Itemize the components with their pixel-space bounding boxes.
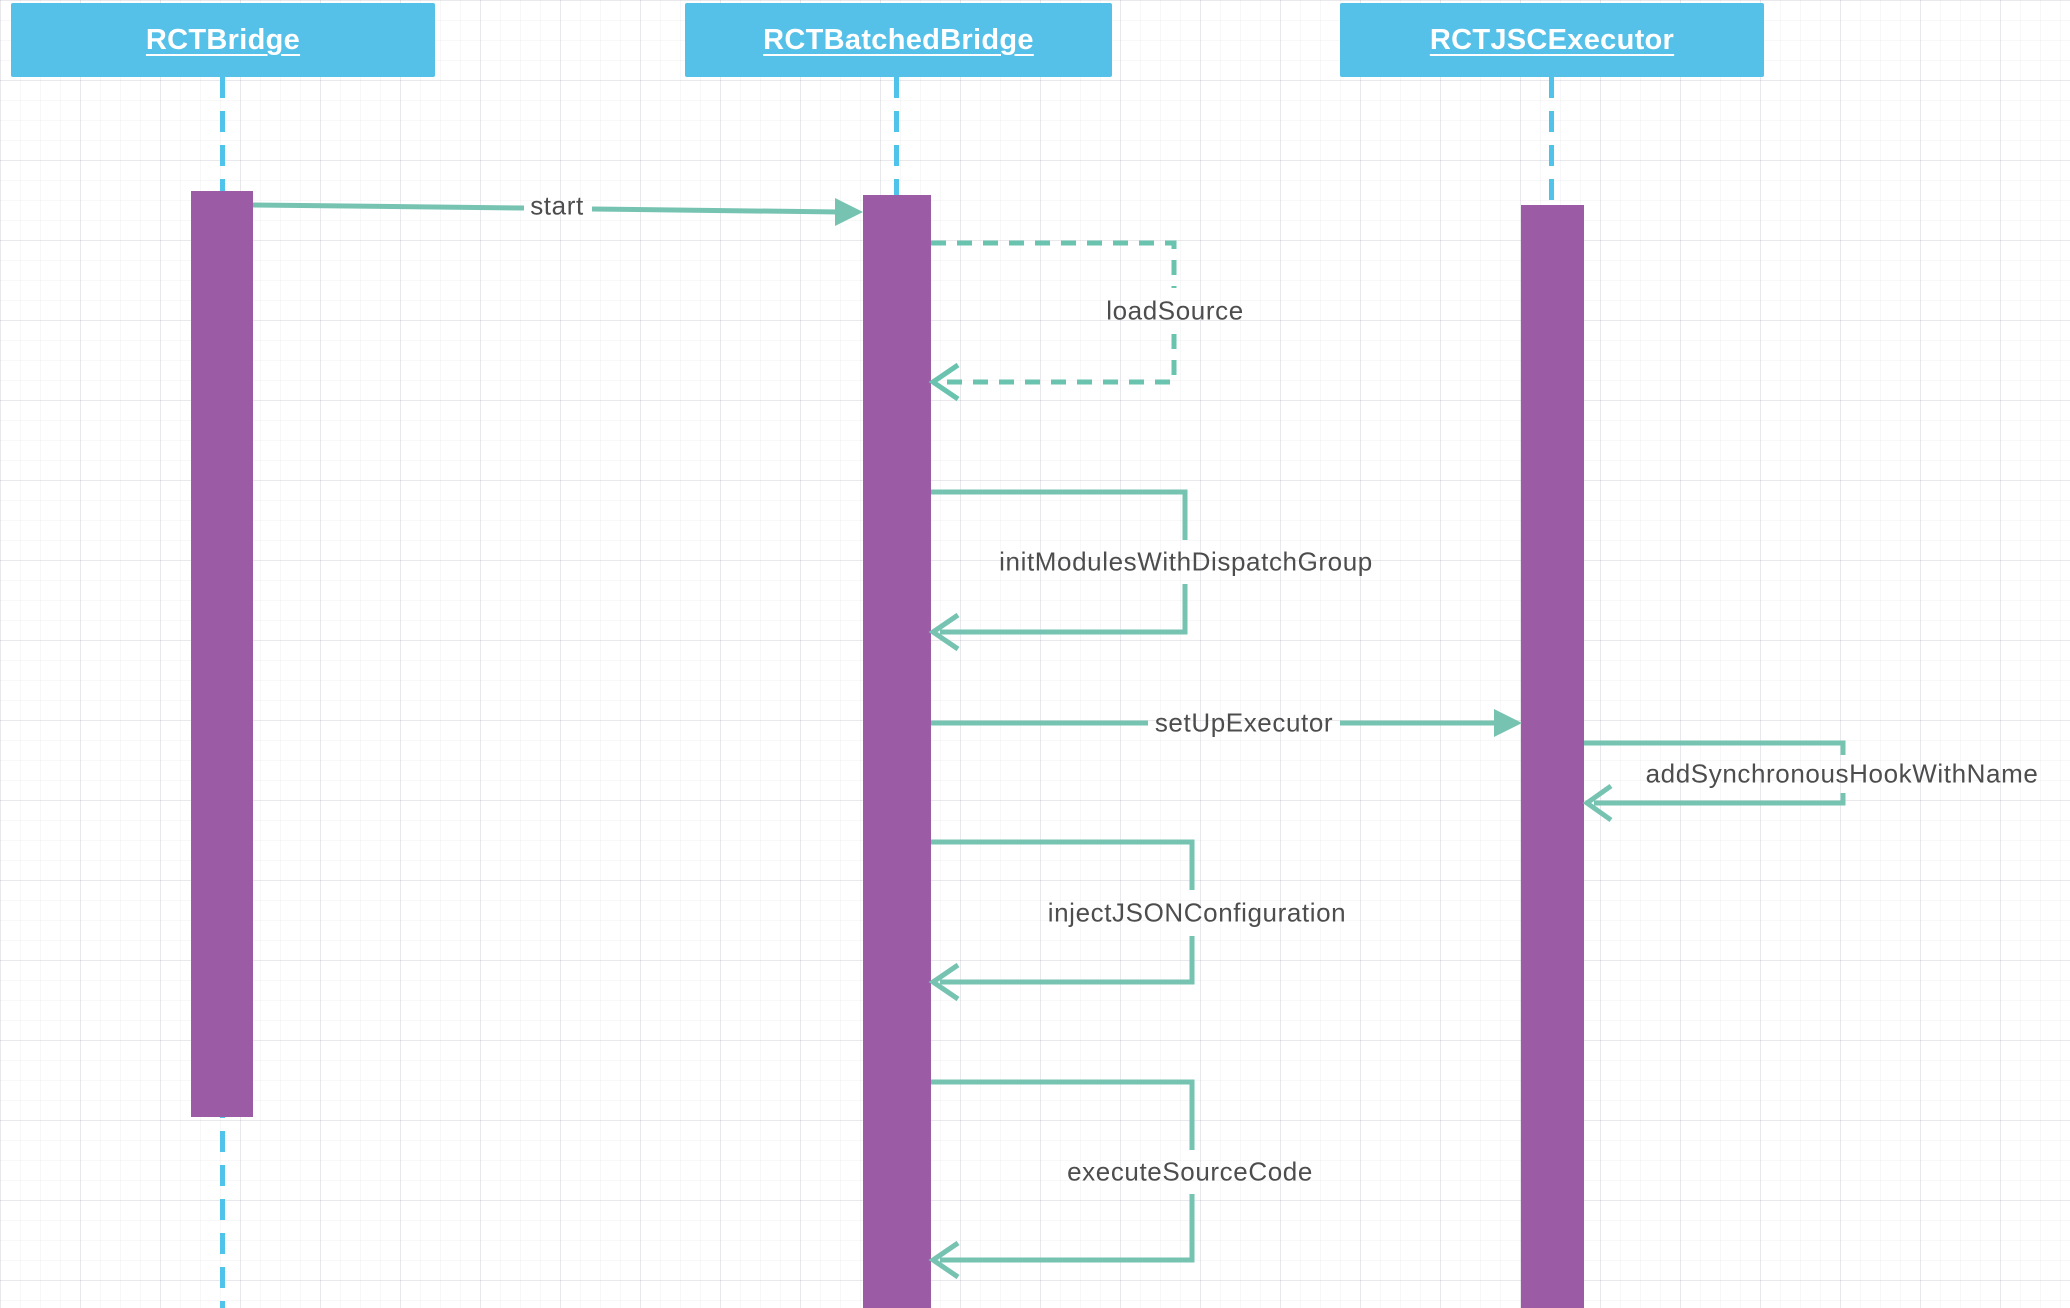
activation-bar-rctjscexecutor[interactable] (1521, 205, 1584, 1308)
message-label-injectjson[interactable]: injectJSONConfiguration (1047, 897, 1347, 928)
message-setupexecutor[interactable] (931, 709, 1522, 737)
message-loadsource[interactable] (928, 240, 1177, 402)
actor-label: RCTBatchedBridge (763, 23, 1034, 56)
actor-box-rctbatchedbridge[interactable]: RCTBatchedBridge (685, 3, 1112, 77)
activation-bar-rctbatchedbridge[interactable] (863, 195, 931, 1308)
arrowhead-open (928, 612, 960, 652)
actor-label: RCTBridge (145, 23, 301, 56)
arrowhead-open (1582, 783, 1613, 823)
message-label-loadsource[interactable]: loadSource (1106, 295, 1244, 326)
message-label-addsynchook[interactable]: addSynchronousHookWithName (1645, 758, 2039, 789)
message-injectjson[interactable] (928, 839, 1195, 1002)
arrowhead-open (928, 962, 960, 1002)
message-label-setupexecutor[interactable]: setUpExecutor (1154, 707, 1334, 738)
message-executesource[interactable] (928, 1079, 1195, 1280)
actor-label: RCTJSCExecutor (1429, 23, 1675, 56)
arrowhead-filled (1494, 709, 1522, 737)
message-addsynchook[interactable] (1582, 740, 1846, 823)
actor-box-rctbridge[interactable]: RCTBridge (11, 3, 435, 77)
arrowhead-open (928, 1240, 960, 1280)
actor-box-rctjscexecutor[interactable]: RCTJSCExecutor (1340, 3, 1764, 77)
message-start[interactable] (252, 198, 863, 226)
arrowhead-filled (835, 198, 863, 226)
activation-bar-rctbridge[interactable] (191, 191, 253, 1117)
message-label-initmodules[interactable]: initModulesWithDispatchGroup (999, 546, 1373, 577)
message-label-executesource[interactable]: executeSourceCode (1067, 1156, 1313, 1187)
message-initmodules[interactable] (928, 489, 1188, 652)
message-label-start[interactable]: start (530, 190, 584, 221)
arrowhead-open (928, 362, 960, 402)
